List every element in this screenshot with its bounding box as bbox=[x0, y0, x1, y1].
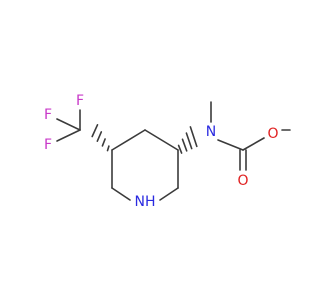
bond-n-c2 bbox=[111, 187, 131, 201]
skeletal-bonds bbox=[56, 101, 291, 201]
atom-labels: F F F NH N O O bbox=[44, 93, 279, 210]
molecule-structure: F F F NH N O O bbox=[44, 93, 291, 210]
atom-n-carbamate: N bbox=[206, 124, 216, 140]
bond-cf3-f-left bbox=[56, 118, 81, 131]
atom-o-carbonyl: O bbox=[237, 173, 248, 189]
bond-c6-n bbox=[159, 187, 179, 201]
atom-f-bottom: F bbox=[44, 137, 52, 153]
hashed-wedge-cf3 bbox=[91, 124, 110, 152]
hashed-wedge-n-carbamate bbox=[177, 126, 198, 154]
molecule-canvas: F F F NH N O O bbox=[43, 93, 291, 210]
atom-o-ester: O bbox=[267, 126, 278, 142]
atom-f-top: F bbox=[76, 93, 84, 109]
atom-n-ring: NH bbox=[135, 194, 156, 210]
bond-c3-c4 bbox=[111, 129, 146, 151]
atom-f-left: F bbox=[44, 107, 52, 123]
bond-c4-c5 bbox=[144, 129, 179, 151]
bond-cf3-f-bottom bbox=[56, 129, 81, 142]
bond-n-carbonyl bbox=[217, 139, 244, 151]
bond-carbonyl-ester bbox=[242, 137, 265, 151]
